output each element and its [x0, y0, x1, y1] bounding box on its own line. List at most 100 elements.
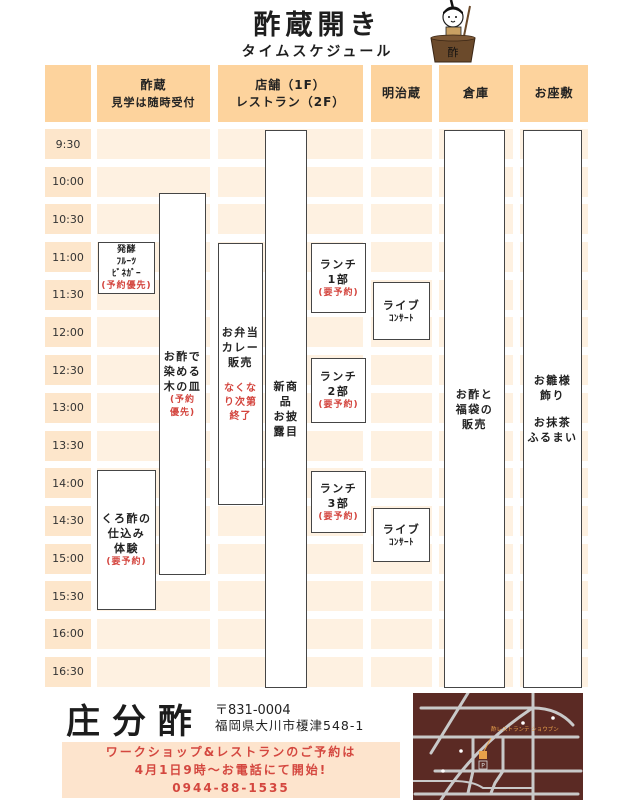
page-title: 酢蔵開き: [253, 10, 382, 41]
brand-logo: 庄分酢: [66, 702, 204, 742]
header-sublabel: 見学は随時受付: [111, 95, 196, 109]
address: 福岡県大川市榎津548-1: [215, 718, 365, 733]
event-note: 優先): [169, 407, 196, 418]
header-label: 酢蔵: [140, 77, 167, 92]
event-note: り次第: [224, 396, 257, 408]
slot: [371, 242, 432, 273]
slot: [97, 618, 210, 649]
postal-code: 〒831-0004: [215, 703, 291, 718]
time-label: 12:30: [45, 355, 91, 386]
time-label: 11:00: [45, 242, 91, 273]
header-sugura: 酢蔵 見学は随時受付: [97, 65, 210, 122]
restaurant-marker-icon: [479, 751, 487, 759]
notice-line: ワークショップ&レストランのご予約は: [105, 745, 357, 759]
slot: [97, 129, 210, 159]
notice-line: 4月1日9時～お電話にて開始!: [134, 763, 328, 777]
phone-number: 0944-88-1535: [172, 781, 290, 795]
mascot-illustration: 酢: [430, 0, 476, 63]
time-label: 10:00: [45, 166, 91, 197]
event-lunch-2: ランチ 2部 (要予約): [311, 358, 366, 423]
time-label: 13:00: [45, 392, 91, 423]
event-note: (要予約): [318, 400, 359, 410]
event-note: (要予約): [318, 287, 359, 298]
event-line: ｺﾝｻｰﾄ: [388, 537, 414, 548]
header-label: 店舗（1F）: [255, 77, 326, 92]
event-line: ﾌﾙｰﾂ: [116, 256, 137, 267]
event-note: (予約: [169, 394, 196, 405]
parking-icon: [478, 760, 488, 770]
header-meijigura: 明治蔵: [371, 65, 432, 122]
event-line: お酢で: [163, 349, 202, 363]
event-line: 品: [279, 395, 293, 408]
event-line: 発酵: [116, 244, 136, 255]
event-kurozu-workshop: くろ酢の 仕込み 体験 (要予約): [97, 470, 156, 610]
time-label: 16:30: [45, 656, 91, 687]
event-note: 終了: [229, 410, 252, 422]
event-lunch-3: ランチ 3部 (要予約): [311, 471, 366, 533]
event-live-concert-1: ライブ ｺﾝｻｰﾄ: [373, 282, 430, 340]
slot: [97, 656, 210, 687]
time-label: 11:30: [45, 279, 91, 310]
event-line: ランチ: [319, 481, 358, 495]
event-line: 3部: [327, 496, 350, 510]
event-line: ﾋﾞﾈｶﾞｰ: [111, 268, 141, 279]
slot: [97, 166, 210, 197]
event-line: ランチ: [319, 257, 358, 271]
time-label: 15:00: [45, 543, 91, 574]
time-label: 10:30: [45, 204, 91, 235]
page-subtitle: タイムスケジュール: [241, 44, 394, 60]
event-note: (要予約): [106, 557, 147, 567]
event-hina-matcha: お雛様 飾り お抹茶 ふるまい: [523, 130, 582, 688]
header-label: お座敷: [534, 86, 574, 100]
event-line: お披: [273, 410, 299, 423]
header-time: [45, 65, 91, 122]
time-label: 15:30: [45, 581, 91, 612]
schedule-header: 酢蔵 見学は随時受付 店舗（1F） レストラン（2F） 明治蔵 倉庫 お座敷: [45, 65, 588, 122]
header-tenpo: 店舗（1F） レストラン（2F）: [218, 65, 363, 122]
restaurant-label: 酢レストランテ ショウブン: [491, 725, 559, 733]
event-line: 仕込み: [107, 527, 146, 540]
slot: [371, 618, 432, 649]
event-line: ｺﾝｻｰﾄ: [388, 313, 414, 324]
event-line: 2部: [327, 385, 350, 398]
event-line: ランチ: [319, 370, 358, 383]
event-line: お雛様: [533, 374, 572, 387]
time-label: 16:00: [45, 618, 91, 649]
event-new-products: 新商 品 お披 露目: [265, 130, 307, 688]
parking-label: P: [481, 763, 485, 770]
event-line: 福袋の: [455, 402, 494, 416]
event-line: 1部: [327, 272, 350, 286]
event-lunch-1: ランチ 1部 (要予約): [311, 243, 366, 313]
event-vinegar-lucky-bag: お酢と 福袋の 販売: [444, 130, 505, 688]
event-note: (要予約): [318, 511, 359, 522]
event-wooden-plate-dye: お酢で 染める 木の皿 (予約 優先): [159, 193, 206, 575]
event-note: (予約優先): [101, 280, 152, 291]
event-line: カレー: [221, 340, 260, 354]
event-line: お抹茶: [533, 416, 572, 429]
reservation-notice: ワークショップ&レストランのご予約は 4月1日9時～お電話にて開始! 0944-…: [62, 742, 400, 798]
event-line: 販売: [462, 417, 487, 431]
event-line: ライブ: [382, 522, 421, 536]
event-line: 新商: [273, 380, 299, 393]
slot: [371, 129, 432, 159]
event-line: ライブ: [382, 298, 421, 312]
time-label: 9:30: [45, 129, 91, 159]
event-line: くろ酢の: [101, 512, 152, 525]
event-line: 飾り: [540, 389, 565, 402]
time-label: 14:00: [45, 468, 91, 499]
event-live-concert-2: ライブ ｺﾝｻｰﾄ: [373, 508, 430, 562]
slot: [371, 468, 432, 499]
header-ozashiki: お座敷: [520, 65, 588, 122]
header-label: 明治蔵: [381, 86, 421, 100]
slot: [371, 656, 432, 687]
slot: [371, 355, 432, 386]
event-line: 木の皿: [163, 379, 202, 393]
pot-char: 酢: [448, 45, 459, 59]
event-line: お酢と: [455, 387, 494, 401]
header-souko: 倉庫: [439, 65, 513, 122]
access-map: P 酢レストランテ ショウブン: [413, 693, 583, 800]
event-line: 露目: [273, 425, 299, 438]
time-label: 12:00: [45, 317, 91, 348]
header-label: 倉庫: [462, 86, 489, 100]
time-label: 13:30: [45, 430, 91, 461]
